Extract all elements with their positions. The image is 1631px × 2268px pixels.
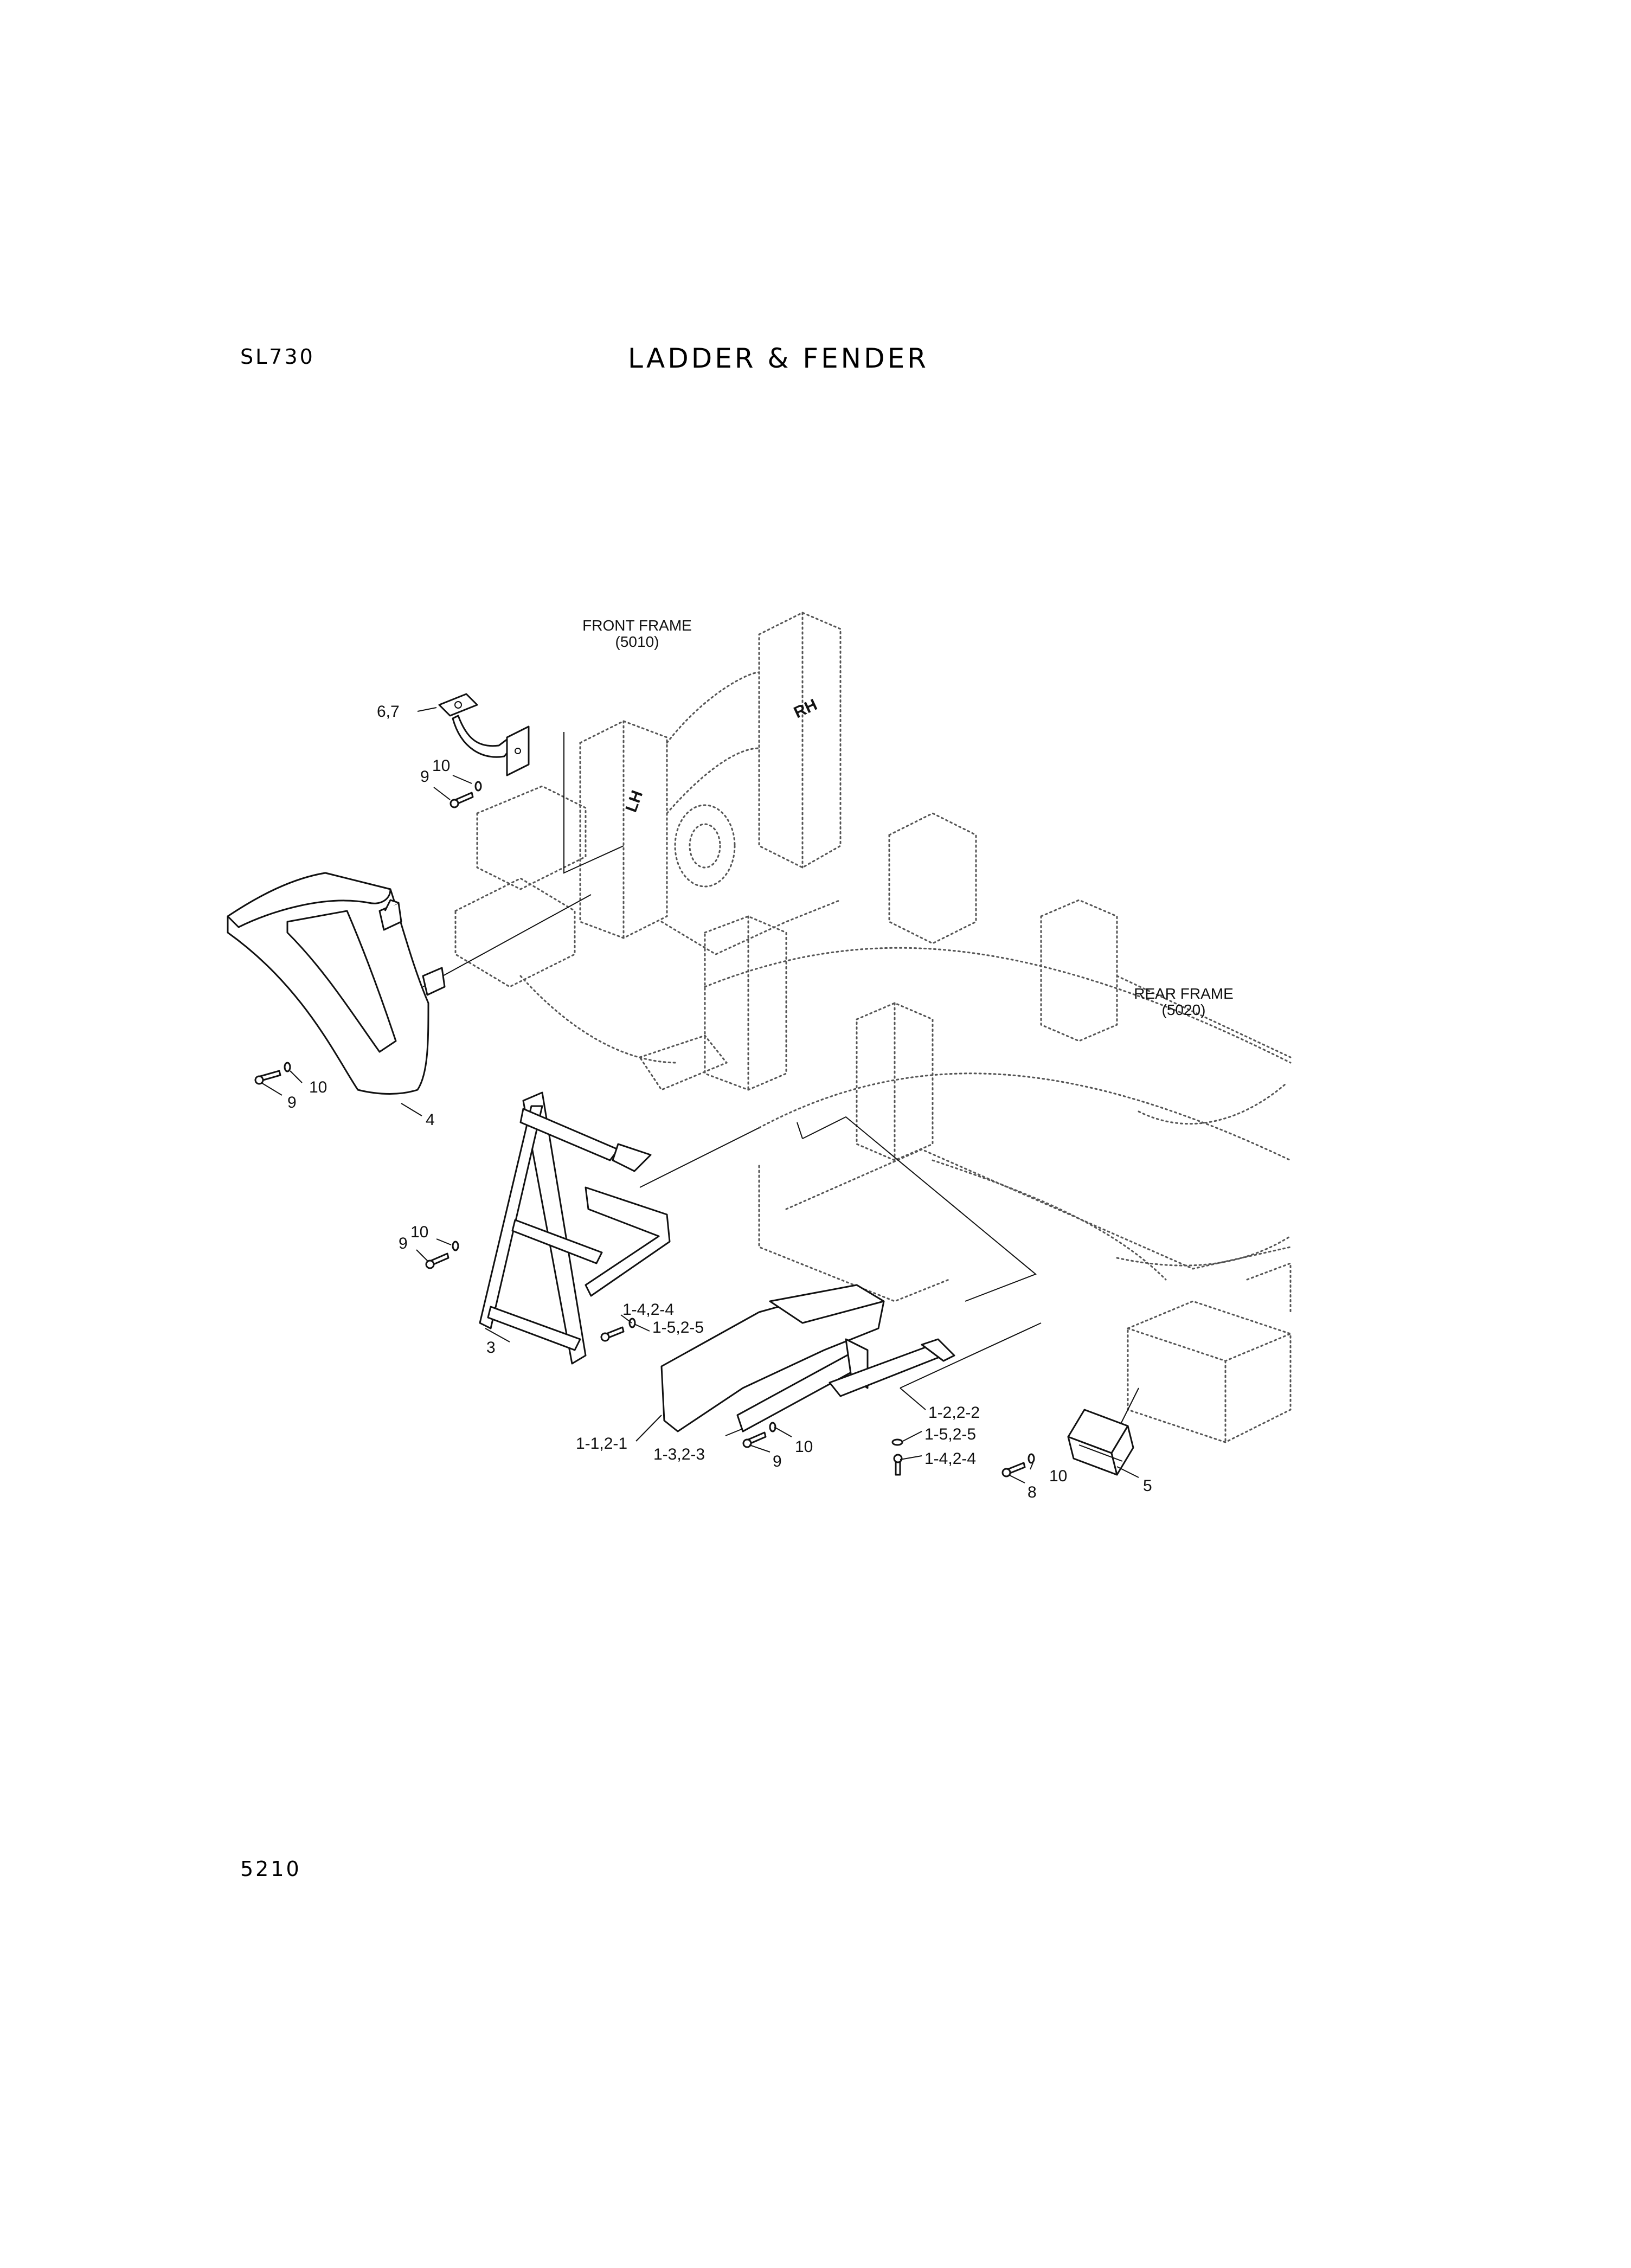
fender-part	[227, 872, 446, 1095]
rh-side-label: RH	[791, 696, 820, 722]
installation-lines	[422, 732, 1139, 1443]
callout-bracket-bolt: 9	[773, 1453, 782, 1470]
step-part	[1067, 1409, 1134, 1476]
callout-grab-bolt: 9	[420, 768, 429, 786]
ladder-part	[479, 1091, 671, 1365]
callout-ladder-washer: 10	[410, 1223, 428, 1241]
callout-bracket-plate: 1-3,2-3	[653, 1445, 705, 1463]
frame-outline	[454, 612, 1292, 1443]
callout-grab-handle: 6,7	[377, 703, 400, 721]
page-number: 5210	[240, 1857, 301, 1881]
bracket-hardware	[600, 1318, 903, 1476]
callout-leaders	[261, 707, 1139, 1483]
rear-frame-code: (5020)	[1162, 1001, 1206, 1018]
callout-bracket-main: 1-1,2-1	[576, 1435, 627, 1453]
callout-step-washer: 10	[1049, 1467, 1067, 1485]
callout-arm: 1-2,2-2	[928, 1404, 980, 1422]
callout-fender-bolt: 9	[287, 1094, 297, 1111]
front-frame-code: (5010)	[615, 633, 659, 650]
callout-upper-bolt: 1-4,2-4	[622, 1301, 674, 1319]
ladder-bracket-part	[660, 1284, 955, 1432]
callout-step-bolt: 8	[1028, 1483, 1037, 1501]
callout-fender-washer: 10	[309, 1078, 327, 1096]
callout-grab-washer: 10	[432, 757, 450, 775]
fender-hardware	[254, 1062, 291, 1085]
grab-handle-part	[438, 693, 530, 776]
callout-upper-washer: 1-5,2-5	[652, 1319, 704, 1337]
grab-hardware	[450, 781, 482, 808]
callout-step: 5	[1143, 1477, 1152, 1495]
step-hardware	[1001, 1453, 1035, 1477]
front-frame-label: FRONT FRAME	[582, 617, 692, 634]
callout-bracket-washer: 10	[795, 1438, 813, 1456]
ladder-hardware	[425, 1241, 459, 1269]
lh-side-label: LH	[622, 788, 647, 815]
page-title: LADDER & FENDER	[628, 343, 929, 374]
callout-fender: 4	[426, 1111, 435, 1129]
model-code: SL730	[240, 345, 315, 369]
rear-frame-label: REAR FRAME	[1134, 985, 1234, 1002]
callout-lower-bolt: 1-4,2-4	[924, 1450, 976, 1468]
callout-lower-washer: 1-5,2-5	[924, 1425, 976, 1443]
callout-ladder-bolt: 9	[399, 1235, 408, 1252]
callout-ladder: 3	[486, 1339, 496, 1357]
